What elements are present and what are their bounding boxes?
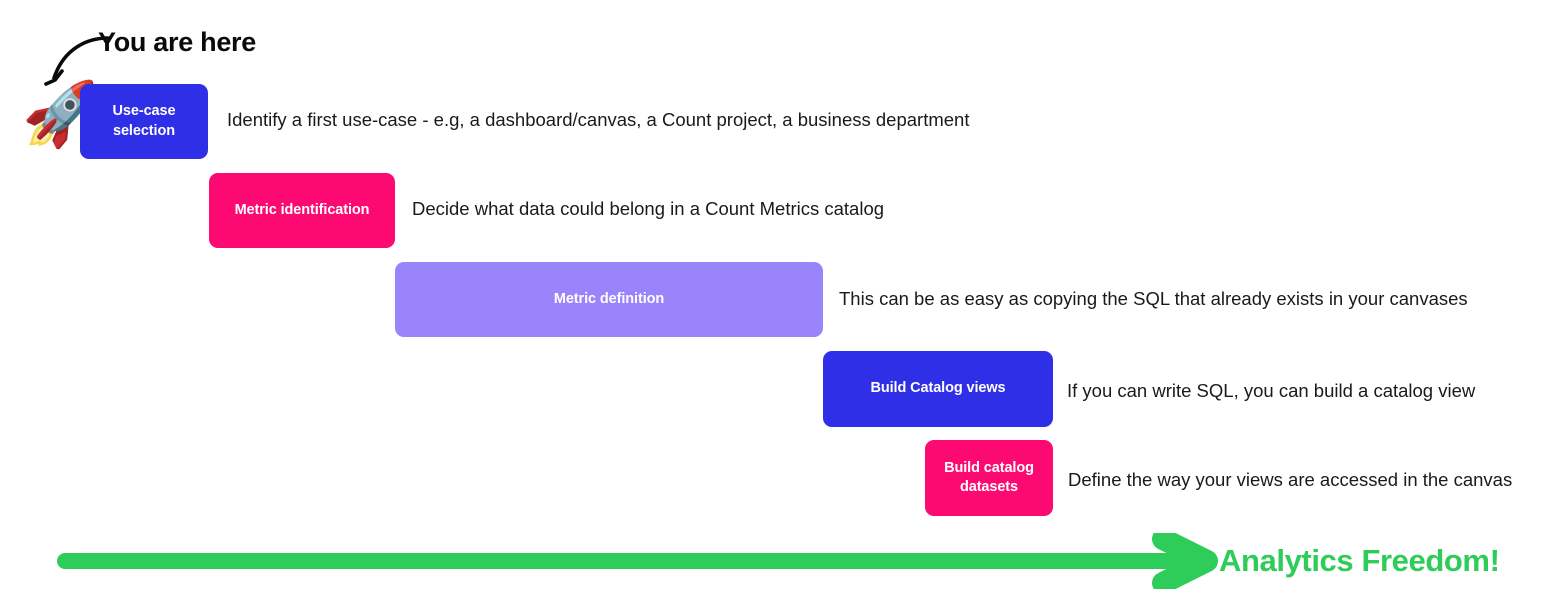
right-arrow-icon xyxy=(57,533,1218,589)
step-description: Identify a first use-case - e.g, a dashb… xyxy=(227,109,970,130)
step-box[interactable]: Build catalog datasets xyxy=(925,440,1053,516)
step-box[interactable]: Metric identification xyxy=(209,173,395,248)
step-box[interactable]: Metric definition xyxy=(395,262,823,337)
step-description: This can be as easy as copying the SQL t… xyxy=(839,288,1468,309)
curved-arrow-down-left-icon xyxy=(44,36,110,86)
step-box[interactable]: Build Catalog views xyxy=(823,351,1053,427)
step-description: If you can write SQL, you can build a ca… xyxy=(1067,380,1476,401)
you-are-here-label: You are here xyxy=(98,27,256,57)
step-description: Decide what data could belong in a Count… xyxy=(412,198,885,219)
step-box[interactable]: Use-case selection xyxy=(80,84,208,159)
analytics-freedom-label: Analytics Freedom! xyxy=(1219,543,1500,578)
step-description: Define the way your views are accessed i… xyxy=(1068,469,1513,490)
